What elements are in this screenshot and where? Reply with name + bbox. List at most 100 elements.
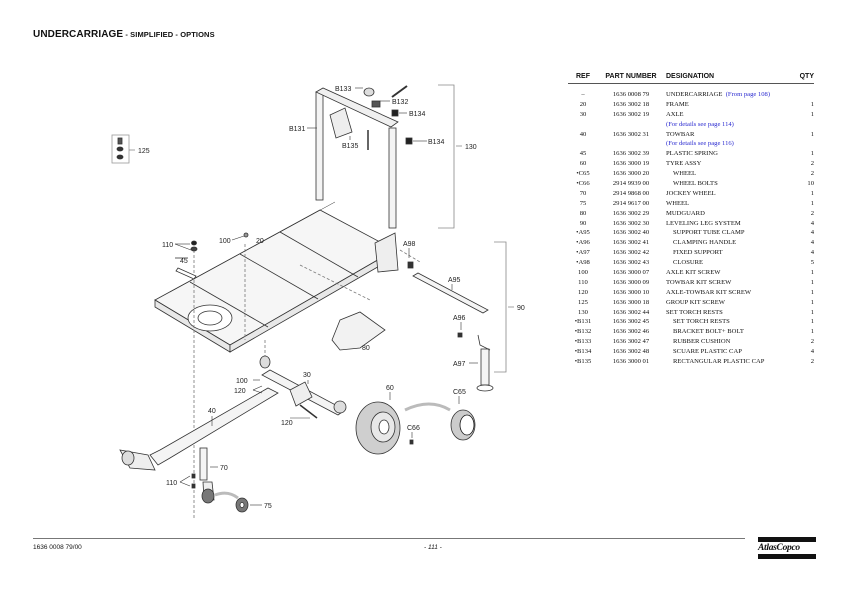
cell-qty (794, 90, 814, 100)
table-note-row: (For details see page 116) (568, 139, 814, 149)
cell-ref: 70 (579, 189, 587, 197)
cell-designation: RUBBER CUSHION (664, 337, 794, 347)
designation-text: SET TORCH RESTS (666, 308, 723, 316)
callout-80: 80 (362, 345, 370, 352)
cell-ref: •A95 (576, 229, 590, 237)
cell-designation: LEVELING LEG SYSTEM (664, 219, 794, 229)
cell-ref: •B131 (574, 318, 592, 326)
col-ref: REF (576, 73, 590, 80)
designation-text: BRACKET BOLT+ BOLT (673, 328, 744, 336)
callout-c65: C65 (453, 389, 466, 396)
cell-part-number: 1636 3002 31 (612, 130, 650, 138)
cell-part-number: 1636 3002 46 (612, 328, 650, 336)
cell-designation: FIXED SUPPORT (664, 248, 794, 258)
callout-a97: A97 (453, 361, 466, 368)
cell-qty: 4 (810, 239, 814, 247)
designation-text: WHEEL (673, 170, 697, 178)
cell-designation: MUDGUARD (664, 209, 794, 219)
cell-qty: 1 (810, 150, 814, 158)
callout-125: 125 (138, 148, 150, 155)
torch-rest-frame (315, 87, 399, 229)
cell-part-number: 2914 9617 00 (612, 199, 650, 207)
cell-ref: •A98 (576, 259, 590, 267)
designation-text: CLOSURE (673, 259, 704, 267)
cell-qty: 1 (810, 199, 814, 207)
callout-75: 75 (264, 503, 272, 510)
logo-text: AtlasCopco (758, 543, 800, 553)
cell-ref: •C66 (576, 180, 590, 188)
designation-text: LEVELING LEG SYSTEM (666, 219, 741, 227)
cell-ref: •B132 (574, 328, 592, 336)
cell-ref: 120 (578, 288, 588, 296)
callout-90: 90 (517, 305, 525, 312)
cell-ref: •B134 (574, 348, 592, 356)
designation-text: TYRE ASSY (666, 160, 702, 168)
cell-ref: 90 (579, 219, 587, 227)
col-part-number: PART NUMBER (605, 73, 657, 80)
cell-qty: 1 (810, 110, 814, 118)
cell-designation: AXLE (664, 110, 794, 120)
designation-text: WHEEL BOLTS (673, 180, 718, 188)
callout-100-axle: 100 (236, 378, 248, 385)
cell-part-number: 1636 3002 30 (612, 219, 650, 227)
cell-qty: 1 (810, 288, 814, 296)
cell-part-number: 1636 3002 48 (612, 348, 650, 356)
col-designation: DESIGNATION (666, 73, 715, 80)
designation-text: AXLE (666, 110, 684, 118)
cell-ref: 100 (578, 269, 588, 277)
cell-part-number: 1636 3000 19 (612, 160, 650, 168)
cell-ref: 80 (579, 209, 587, 217)
cell-part-number: 1636 3002 43 (612, 259, 650, 267)
cell-designation: AXLE-TOWBAR KIT SCREW (664, 288, 794, 298)
cell-designation: TOWBAR KIT SCREW (664, 278, 794, 288)
cell-designation: CLOSURE (664, 258, 794, 268)
cell-ref: 45 (579, 150, 587, 158)
cell-part-number: 1636 3002 39 (612, 150, 650, 158)
cell-part-number: 2914 9868 00 (612, 189, 650, 197)
callout-20: 20 (256, 238, 264, 245)
cell-part-number: 1636 3002 40 (612, 229, 650, 237)
designation-text: TOWBAR (666, 130, 695, 138)
designation-text: FRAME (666, 100, 689, 108)
page-reference-link[interactable]: (For details see page 116) (666, 140, 734, 148)
cell-part-number: 1636 3002 45 (612, 318, 650, 326)
cell-qty: 2 (810, 358, 814, 366)
designation-text: SCUARE PLASTIC CAP (673, 348, 742, 356)
page-reference-link[interactable]: (For details see page 114) (666, 120, 734, 128)
cell-designation: GROUP KIT SCREW (664, 298, 794, 308)
cell-designation: UNDERCARRIAGE (From page 108) (664, 90, 794, 100)
cell-designation: (For details see page 114) (664, 120, 794, 130)
cell-designation: PLASTIC SPRING (664, 149, 794, 159)
designation-text: SUPPORT TUBE CLAMP (673, 229, 745, 237)
exploded-parts-diagram: B133 B132 B134 B134 B131 B135 130 125 11… (90, 70, 550, 530)
cell-ref: •C65 (576, 170, 590, 178)
callout-b134-side: B134 (428, 139, 444, 146)
cell-qty: 1 (810, 308, 814, 316)
cell-ref: 125 (578, 298, 588, 306)
logo-bar-bottom (758, 554, 816, 559)
cell-part-number: 2914 9939 00 (612, 180, 650, 188)
callout-30: 30 (303, 372, 311, 379)
cell-designation: CLAMPING HANDLE (664, 238, 794, 248)
callout-b132: B132 (392, 99, 408, 106)
cell-designation: SET TORCH RESTS (664, 308, 794, 318)
cell-qty: 4 (810, 219, 814, 227)
cell-part-number: 1636 3002 29 (612, 209, 650, 217)
cell-part-number: 1636 3002 42 (612, 249, 650, 257)
table-row: 45 1636 3002 39 PLASTIC SPRING 1 (568, 149, 814, 159)
cell-qty: 2 (810, 209, 814, 217)
designation-text: MUDGUARD (666, 209, 705, 217)
page-reference-link[interactable]: (From page 108) (725, 91, 771, 98)
table-note-row: (For details see page 114) (568, 120, 814, 130)
